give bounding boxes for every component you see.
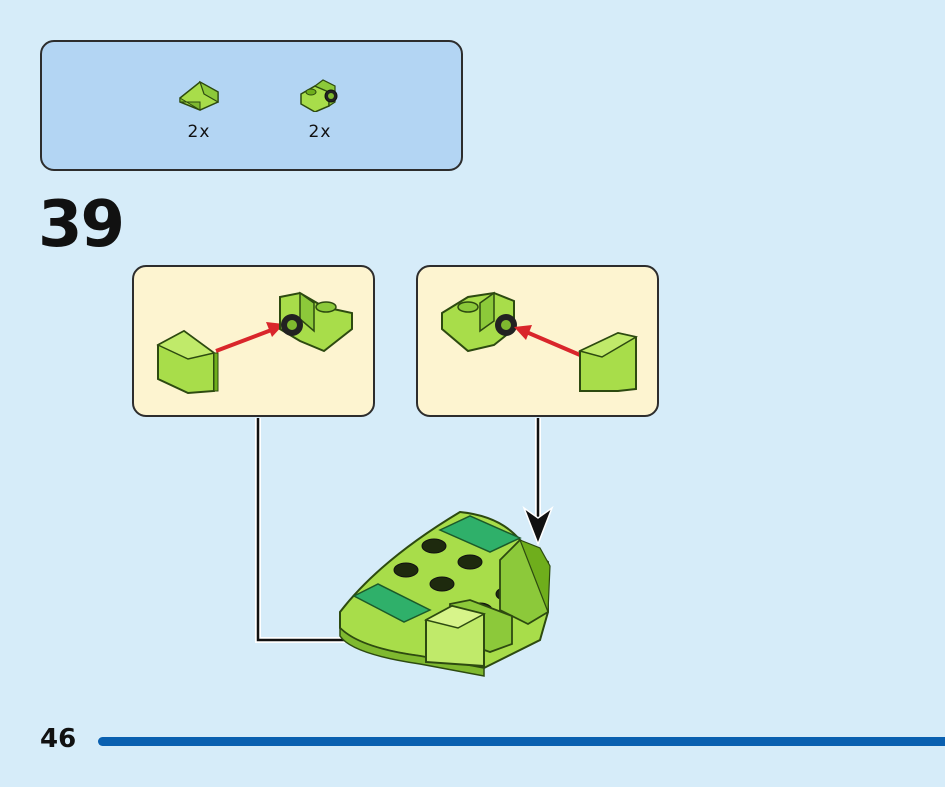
main-assembly <box>339 510 551 677</box>
slope-brick-icon <box>179 80 219 111</box>
part-bracket: 2x <box>285 72 355 142</box>
part-slope: 2x <box>164 72 234 142</box>
sub-assembly-left-icon <box>156 291 353 395</box>
part-count: 2x <box>308 122 332 142</box>
part-count: 2x <box>187 122 211 142</box>
page-divider-bar <box>98 737 945 746</box>
callout-left <box>132 265 375 417</box>
arrow-down-icon <box>522 505 554 547</box>
bracket-plate-icon <box>300 79 338 112</box>
parts-list-box: 2x 2x <box>40 40 463 171</box>
callout-right <box>416 265 659 417</box>
sub-assembly-right-icon <box>441 291 639 392</box>
page-number: 46 <box>40 724 77 754</box>
step-number: 39 <box>38 188 125 262</box>
